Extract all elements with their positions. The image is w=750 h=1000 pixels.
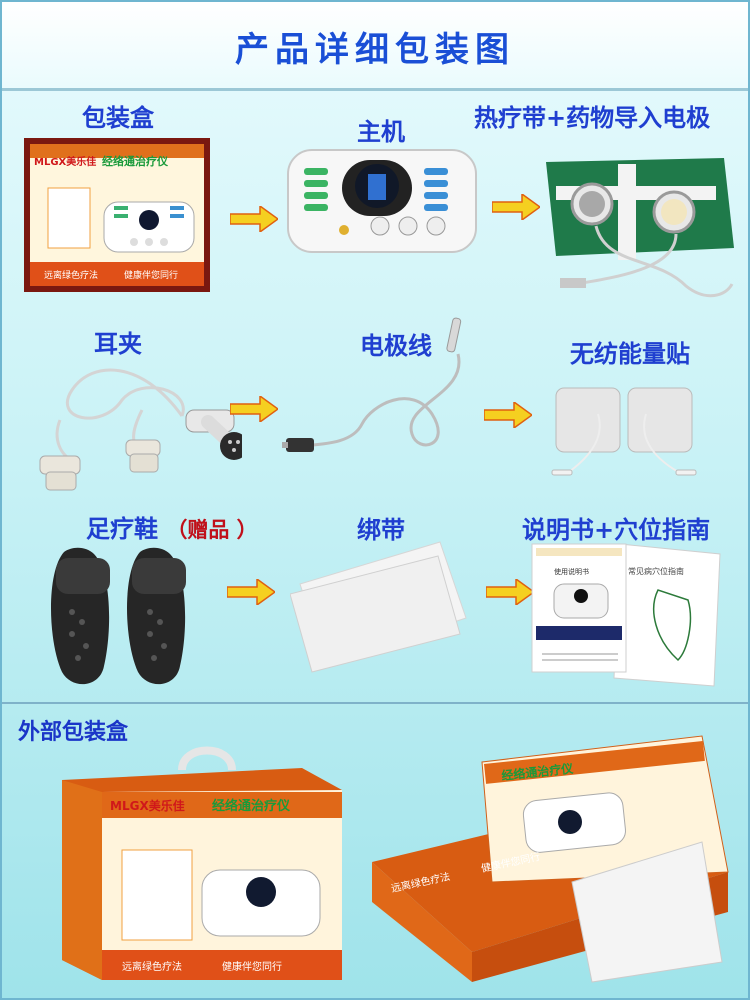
foot-shoes-image	[51, 547, 186, 685]
arrow-icon	[492, 194, 540, 220]
ear-clip-image	[39, 368, 242, 491]
box-slogan-left: 远离绿色疗法	[44, 269, 98, 281]
outer-product-text: 经络通治疗仪	[212, 798, 291, 814]
arrow-icon	[230, 206, 278, 232]
host-device-image	[287, 149, 477, 253]
arrow-icon	[486, 579, 534, 605]
label-foot-shoes: 足疗鞋 （赠品 ）	[86, 509, 258, 544]
outer-brand-text: MLGX美乐佳	[110, 798, 185, 813]
arrow-icon	[227, 579, 275, 605]
label-ear-clip: 耳夹	[94, 330, 142, 358]
shoe-name: 足疗鞋	[86, 515, 158, 543]
label-electrode-lead: 电极线	[360, 332, 432, 360]
page-title: 产品详细包装图	[235, 30, 515, 70]
header-banner: 产品详细包装图	[2, 2, 748, 91]
guide-title-text: 常见病穴位指南	[628, 566, 684, 576]
energy-pad-image	[551, 387, 697, 476]
outer-slogan-left: 远离绿色疗法	[122, 960, 182, 973]
label-host: 主机	[357, 118, 405, 146]
gift-tag: （赠品 ）	[166, 518, 258, 542]
box-brand-text: MLGX美乐佳	[34, 155, 96, 168]
outer-box-heading: 外部包装盒	[18, 720, 129, 745]
outer-box-open-image: 经络通治疗仪 远离绿色疗法 健康伴您同行	[372, 735, 729, 983]
section-divider	[2, 702, 748, 704]
label-manual: 说明书+穴位指南	[522, 516, 711, 544]
arrow-icon	[484, 402, 532, 428]
manual-image: 常见病穴位指南 使用说明书	[531, 543, 721, 687]
label-strap: 绑带	[357, 516, 405, 544]
outer-box-front-image: MLGX美乐佳 经络通治疗仪 远离绿色疗法 健康伴您同行	[62, 746, 342, 980]
label-energy-pad: 无纺能量贴	[570, 340, 690, 368]
box-slogan-right: 健康伴您同行	[124, 269, 178, 281]
strap-image	[290, 541, 467, 673]
label-package-box: 包装盒	[82, 104, 154, 132]
package-box-image: MLGX美乐佳 经络通治疗仪 远离绿色疗法 健康伴您同行	[24, 138, 210, 292]
arrow-icon	[230, 396, 278, 422]
manual-title-text: 使用说明书	[554, 567, 589, 576]
outer-slogan-right: 健康伴您同行	[222, 960, 282, 973]
box-product-text: 经络通治疗仪	[102, 154, 169, 168]
label-heat-belt: 热疗带+药物导入电极	[474, 104, 711, 132]
electrode-lead-image	[282, 317, 462, 452]
heat-belt-image	[546, 158, 734, 298]
